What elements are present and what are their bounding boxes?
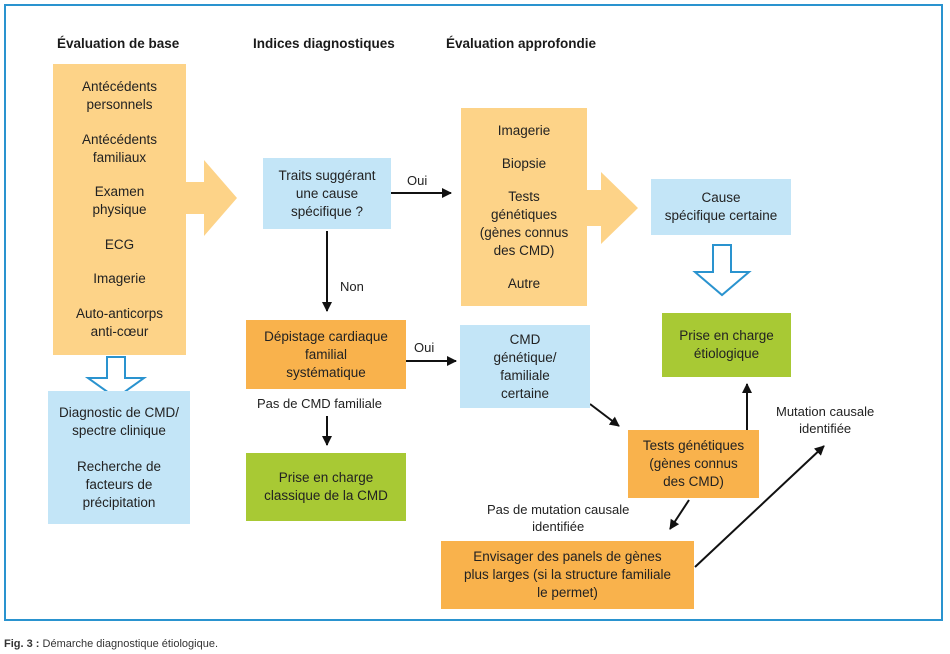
base-item-auto-anticorps: Auto-anticorps anti-cœur xyxy=(75,305,164,339)
envisager-panels-box: Envisager des panels de gènes plus large… xyxy=(441,541,694,609)
hollow-arrow-base-to-diagnostic xyxy=(84,356,148,400)
label-oui-depistage: Oui xyxy=(414,340,435,355)
approfondie-item-tests-genetiques: Tests génétiques (gènes connus des CMD) xyxy=(479,188,569,258)
prise-en-charge-classique-box: Prise en charge classique de la CMD xyxy=(246,453,406,521)
base-item-antecedents-personnels: Antécédents personnels xyxy=(81,79,158,113)
fat-arrow-approfondie-to-cause xyxy=(587,172,638,244)
diagnostic-cmd-box: Diagnostic de CMD/ spectre clinique Rech… xyxy=(48,391,190,524)
arrow-tests-to-panels xyxy=(669,499,690,530)
header-evaluation-approfondie: Évaluation approfondie xyxy=(446,36,597,51)
fat-arrow-base-to-traits xyxy=(186,160,237,236)
base-item-examen-physique: Examen physique xyxy=(92,184,147,218)
base-item-imagerie: Imagerie xyxy=(93,271,146,287)
approfondie-item-biopsie: Biopsie xyxy=(501,155,547,171)
figure-number: Fig. 3 : xyxy=(4,638,40,650)
tests-genetiques-box: Tests génétiques (gènes connus des CMD) xyxy=(628,430,759,498)
label-pas-mutation-causale: Pas de mutation causale identifiée xyxy=(487,502,630,534)
label-oui-traits: Oui xyxy=(407,173,428,188)
cmd-genetique-text: CMD génétique/ familiale certaine xyxy=(493,331,557,401)
evaluation-approfondie-box: Imagerie Biopsie Tests génétiques (gènes… xyxy=(461,108,587,306)
prise-en-charge-etiologique-box: Prise en charge étiologique xyxy=(662,313,791,377)
label-pas-cmd-familiale: Pas de CMD familiale xyxy=(257,396,382,411)
arrow-panels-to-mutation xyxy=(694,445,825,568)
header-evaluation-base: Évaluation de base xyxy=(57,36,180,51)
prise-en-charge-classique-text: Prise en charge classique de la CMD xyxy=(264,470,388,503)
envisager-panels-text: Envisager des panels de gènes plus large… xyxy=(463,549,672,600)
cmd-genetique-box: CMD génétique/ familiale certaine xyxy=(460,325,590,408)
tests-genetiques-text: Tests génétiques (gènes connus des CMD) xyxy=(642,438,745,489)
evaluation-base-box: Antécédents personnels Antécédents famil… xyxy=(53,64,186,355)
base-item-ecg: ECG xyxy=(104,236,135,252)
traits-suggerant-box: Traits suggérant une cause spécifique ? xyxy=(263,158,391,229)
label-mutation-causale-identifiee: Mutation causale identifiée xyxy=(776,404,875,436)
recherche-facteurs-text: Recherche de facteurs de précipitation xyxy=(76,458,162,510)
diagnostic-cmd-text: Diagnostic de CMD/ spectre clinique xyxy=(58,404,180,438)
traits-suggerant-text: Traits suggérant une cause spécifique ? xyxy=(278,167,376,219)
figure-caption: Fig. 3 : Démarche diagnostique étiologiq… xyxy=(4,638,218,650)
hollow-arrow-cause-to-prise xyxy=(692,244,752,297)
prise-en-charge-etiologique-text: Prise en charge étiologique xyxy=(679,328,774,361)
arrow-cmd-to-tests xyxy=(589,403,620,427)
cause-specifique-text: Cause spécifique certaine xyxy=(664,190,778,223)
figure-caption-text: Démarche diagnostique étiologique. xyxy=(39,638,219,650)
cause-specifique-box: Cause spécifique certaine xyxy=(651,179,791,235)
approfondie-item-autre: Autre xyxy=(507,275,541,291)
depistage-cardiaque-box: Dépistage cardiaque familial systématiqu… xyxy=(246,320,406,389)
header-indices-diagnostiques: Indices diagnostiques xyxy=(253,36,395,51)
approfondie-item-imagerie: Imagerie xyxy=(497,122,551,138)
diagram-frame xyxy=(4,4,943,621)
label-non: Non xyxy=(340,279,364,294)
depistage-cardiaque-text: Dépistage cardiaque familial systématiqu… xyxy=(264,328,388,380)
base-item-antecedents-familiaux: Antécédents familiaux xyxy=(81,131,158,165)
